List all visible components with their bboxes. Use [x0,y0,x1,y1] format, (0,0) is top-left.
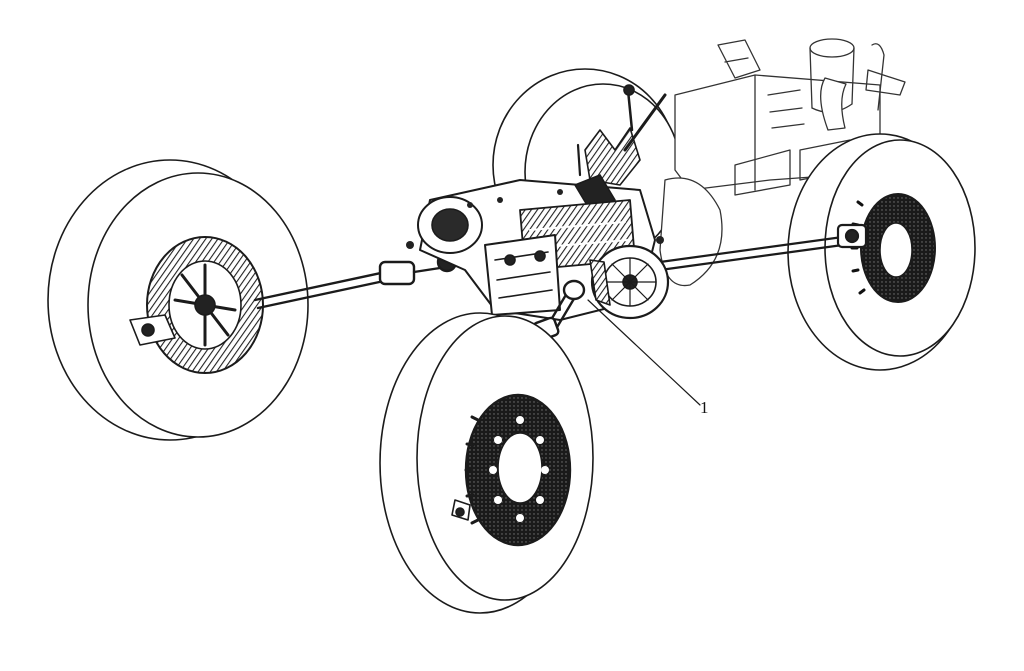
callout-leader-1 [587,299,701,406]
left-rear-wheel [47,159,309,441]
callout-label-1: 1 [700,398,709,417]
front-right-wheel [787,133,976,371]
left-half-shaft [253,251,458,310]
transmission-housing [406,84,670,321]
front-driveshaft [658,223,868,272]
front-left-wheel [379,312,594,614]
